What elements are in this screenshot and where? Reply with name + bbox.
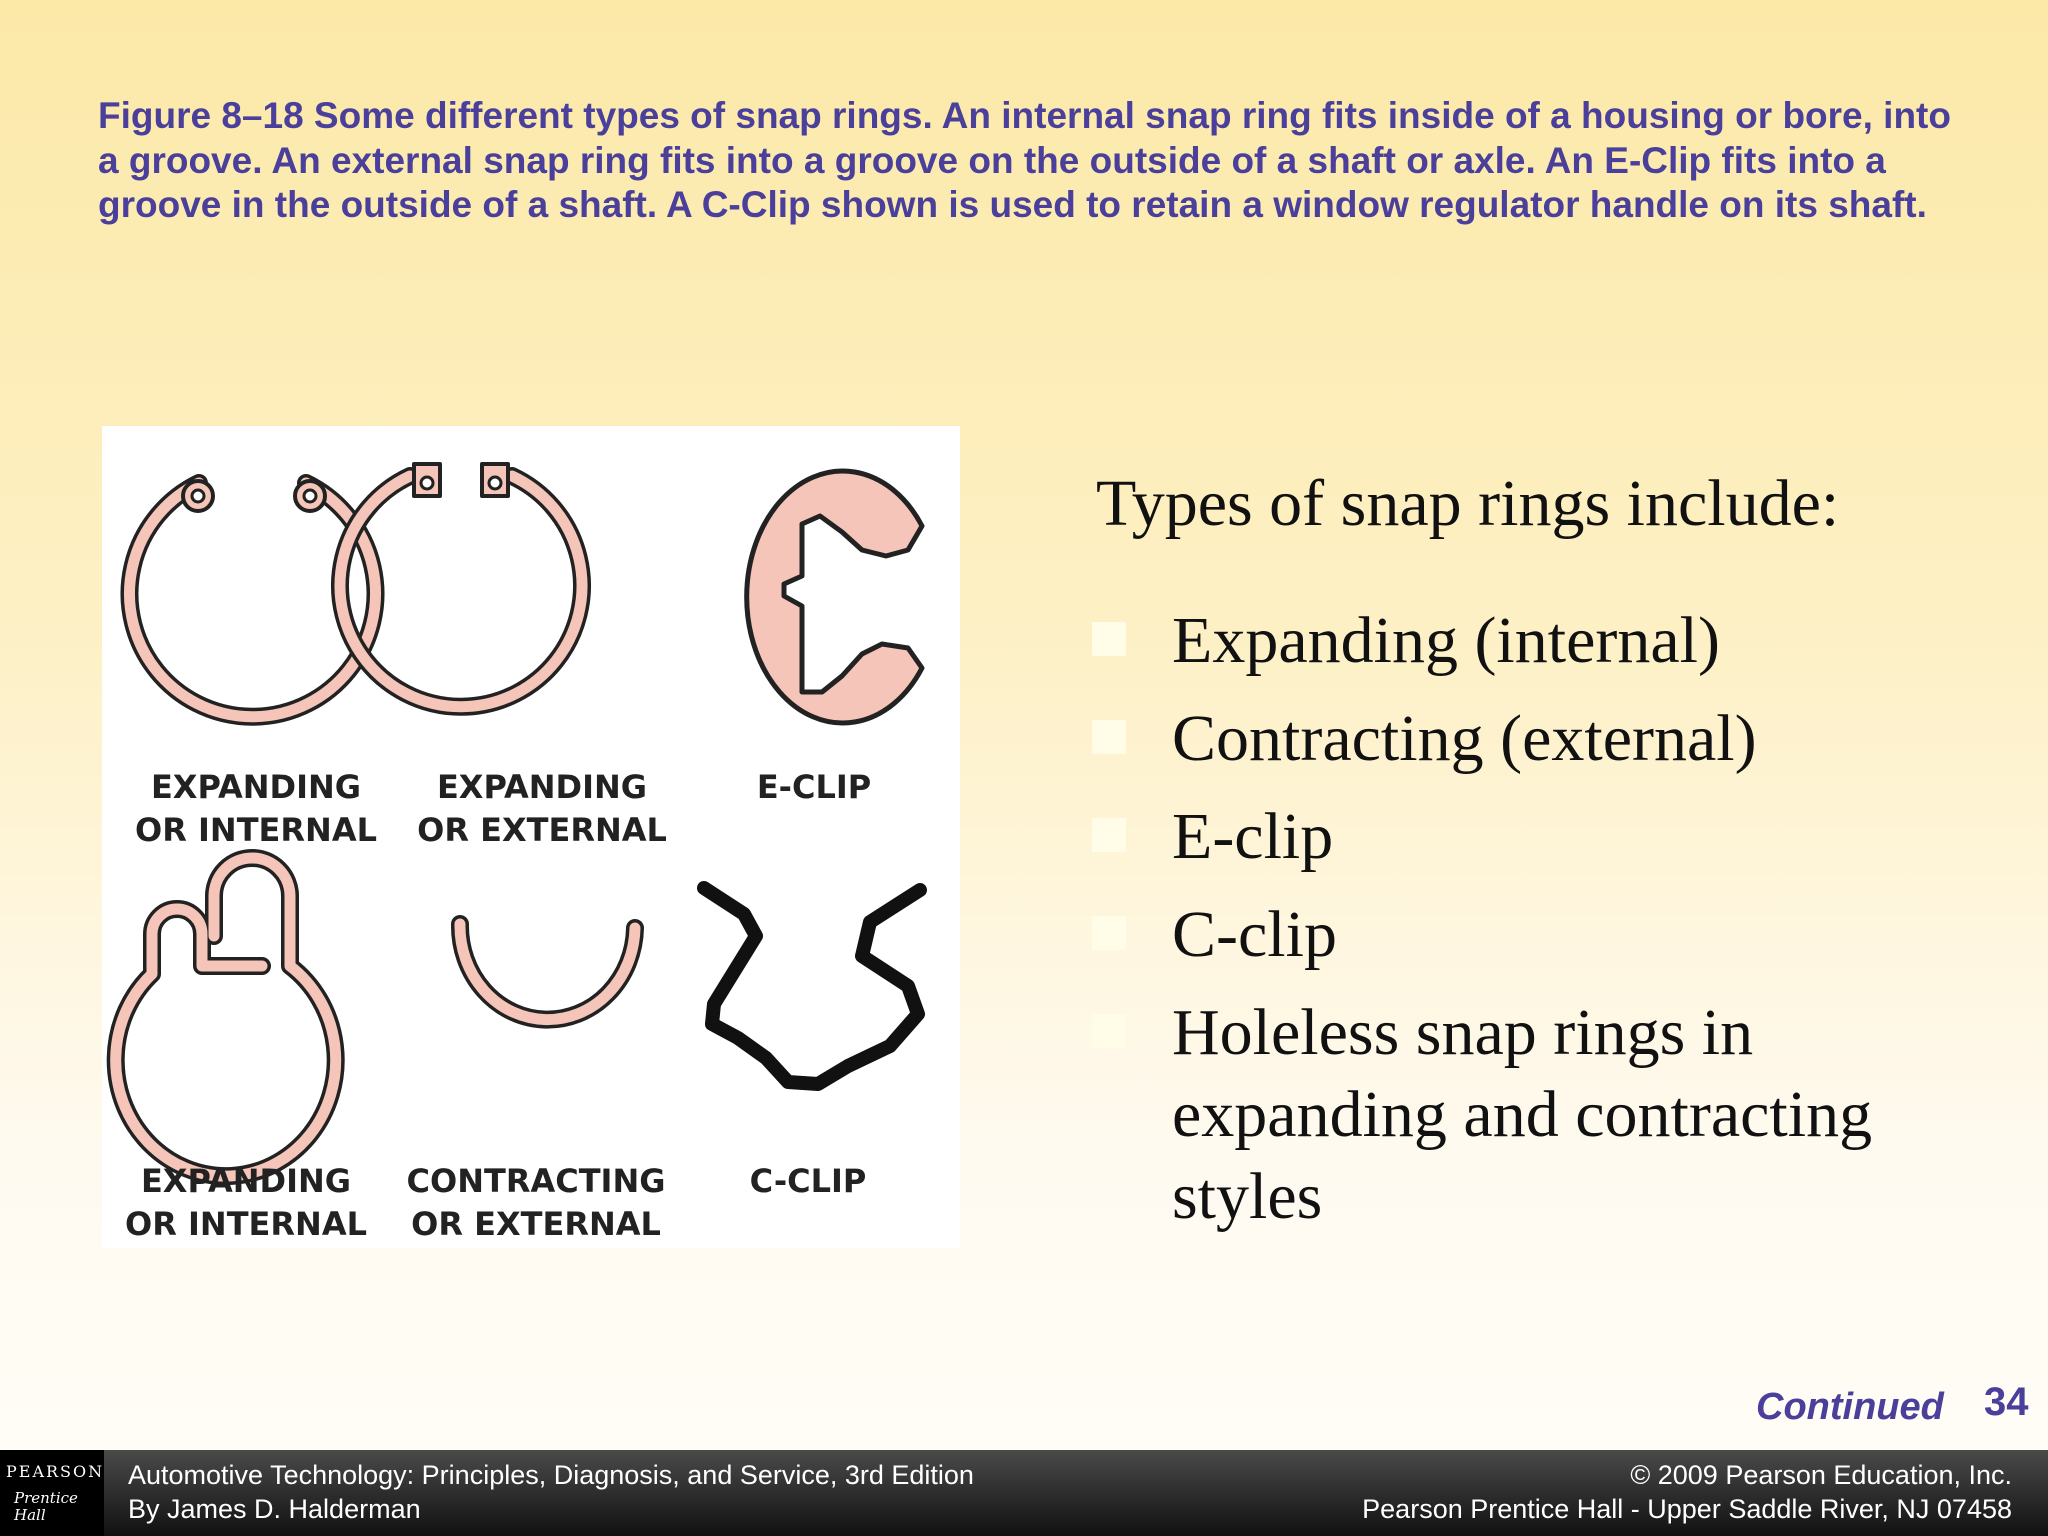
- pearson-logo: PEARSON Prentice Hall: [0, 1450, 104, 1536]
- bullet-square-icon: [1092, 818, 1126, 852]
- label-expanding-internal-2: EXPANDING OR INTERNAL: [125, 1162, 367, 1243]
- bullet-item: E-clip: [1092, 796, 2032, 878]
- external-snap-ring-icon: [331, 462, 591, 716]
- label-c-clip: C-CLIP: [749, 1162, 867, 1200]
- bullet-list: Expanding (internal) Contracting (extern…: [1092, 600, 2032, 1254]
- footer-copyright: © 2009 Pearson Education, Inc.: [1630, 1460, 2012, 1490]
- footer-right: © 2009 Pearson Education, Inc. Pearson P…: [1362, 1458, 2012, 1526]
- bullet-item: Contracting (external): [1092, 698, 2032, 780]
- bullet-square-icon: [1092, 1014, 1126, 1048]
- bullet-square-icon: [1092, 720, 1126, 754]
- label-contracting-external: CONTRACTING OR EXTERNAL: [406, 1162, 666, 1243]
- bullet-square-icon: [1092, 622, 1126, 656]
- snap-ring-figure: EXPANDING OR INTERNAL EXPANDING OR EXTER…: [102, 426, 960, 1248]
- label-e-clip: E-CLIP: [756, 768, 872, 806]
- page-number: 34: [1984, 1380, 2029, 1424]
- bullet-square-icon: [1092, 916, 1126, 950]
- slide-heading: Types of snap rings include:: [1096, 467, 1840, 540]
- contracting-external-ring-icon: [450, 915, 644, 1029]
- e-clip-icon: [744, 468, 925, 726]
- internal-snap-ring-icon: [120, 474, 385, 726]
- figure-caption: Figure 8–18 Some different types of snap…: [98, 95, 1951, 225]
- continued-label: Continued: [1756, 1386, 1944, 1428]
- label-expanding-external: EXPANDING OR EXTERNAL: [417, 768, 667, 849]
- bullet-item: Expanding (internal): [1092, 600, 2032, 682]
- bullet-item: C-clip: [1092, 894, 2032, 976]
- footer-publisher: Pearson Prentice Hall - Upper Saddle Riv…: [1362, 1494, 2012, 1524]
- footer-left: Automotive Technology: Principles, Diagn…: [128, 1458, 974, 1526]
- logo-bottom-text: Prentice Hall: [14, 1489, 78, 1524]
- logo-top-text: PEARSON: [6, 1462, 105, 1481]
- holeless-internal-ring-icon: [106, 849, 345, 1186]
- bullet-item: Holeless snap rings in expanding and con…: [1092, 992, 2032, 1238]
- footer-book-title: Automotive Technology: Principles, Diagn…: [128, 1460, 974, 1490]
- c-clip-icon: [697, 881, 927, 1091]
- snap-ring-illustration: [106, 462, 927, 1186]
- footer-bar: PEARSON Prentice Hall Automotive Technol…: [0, 1450, 2048, 1536]
- label-expanding-internal-1: EXPANDING OR INTERNAL: [135, 768, 377, 849]
- footer-author: By James D. Halderman: [128, 1494, 421, 1524]
